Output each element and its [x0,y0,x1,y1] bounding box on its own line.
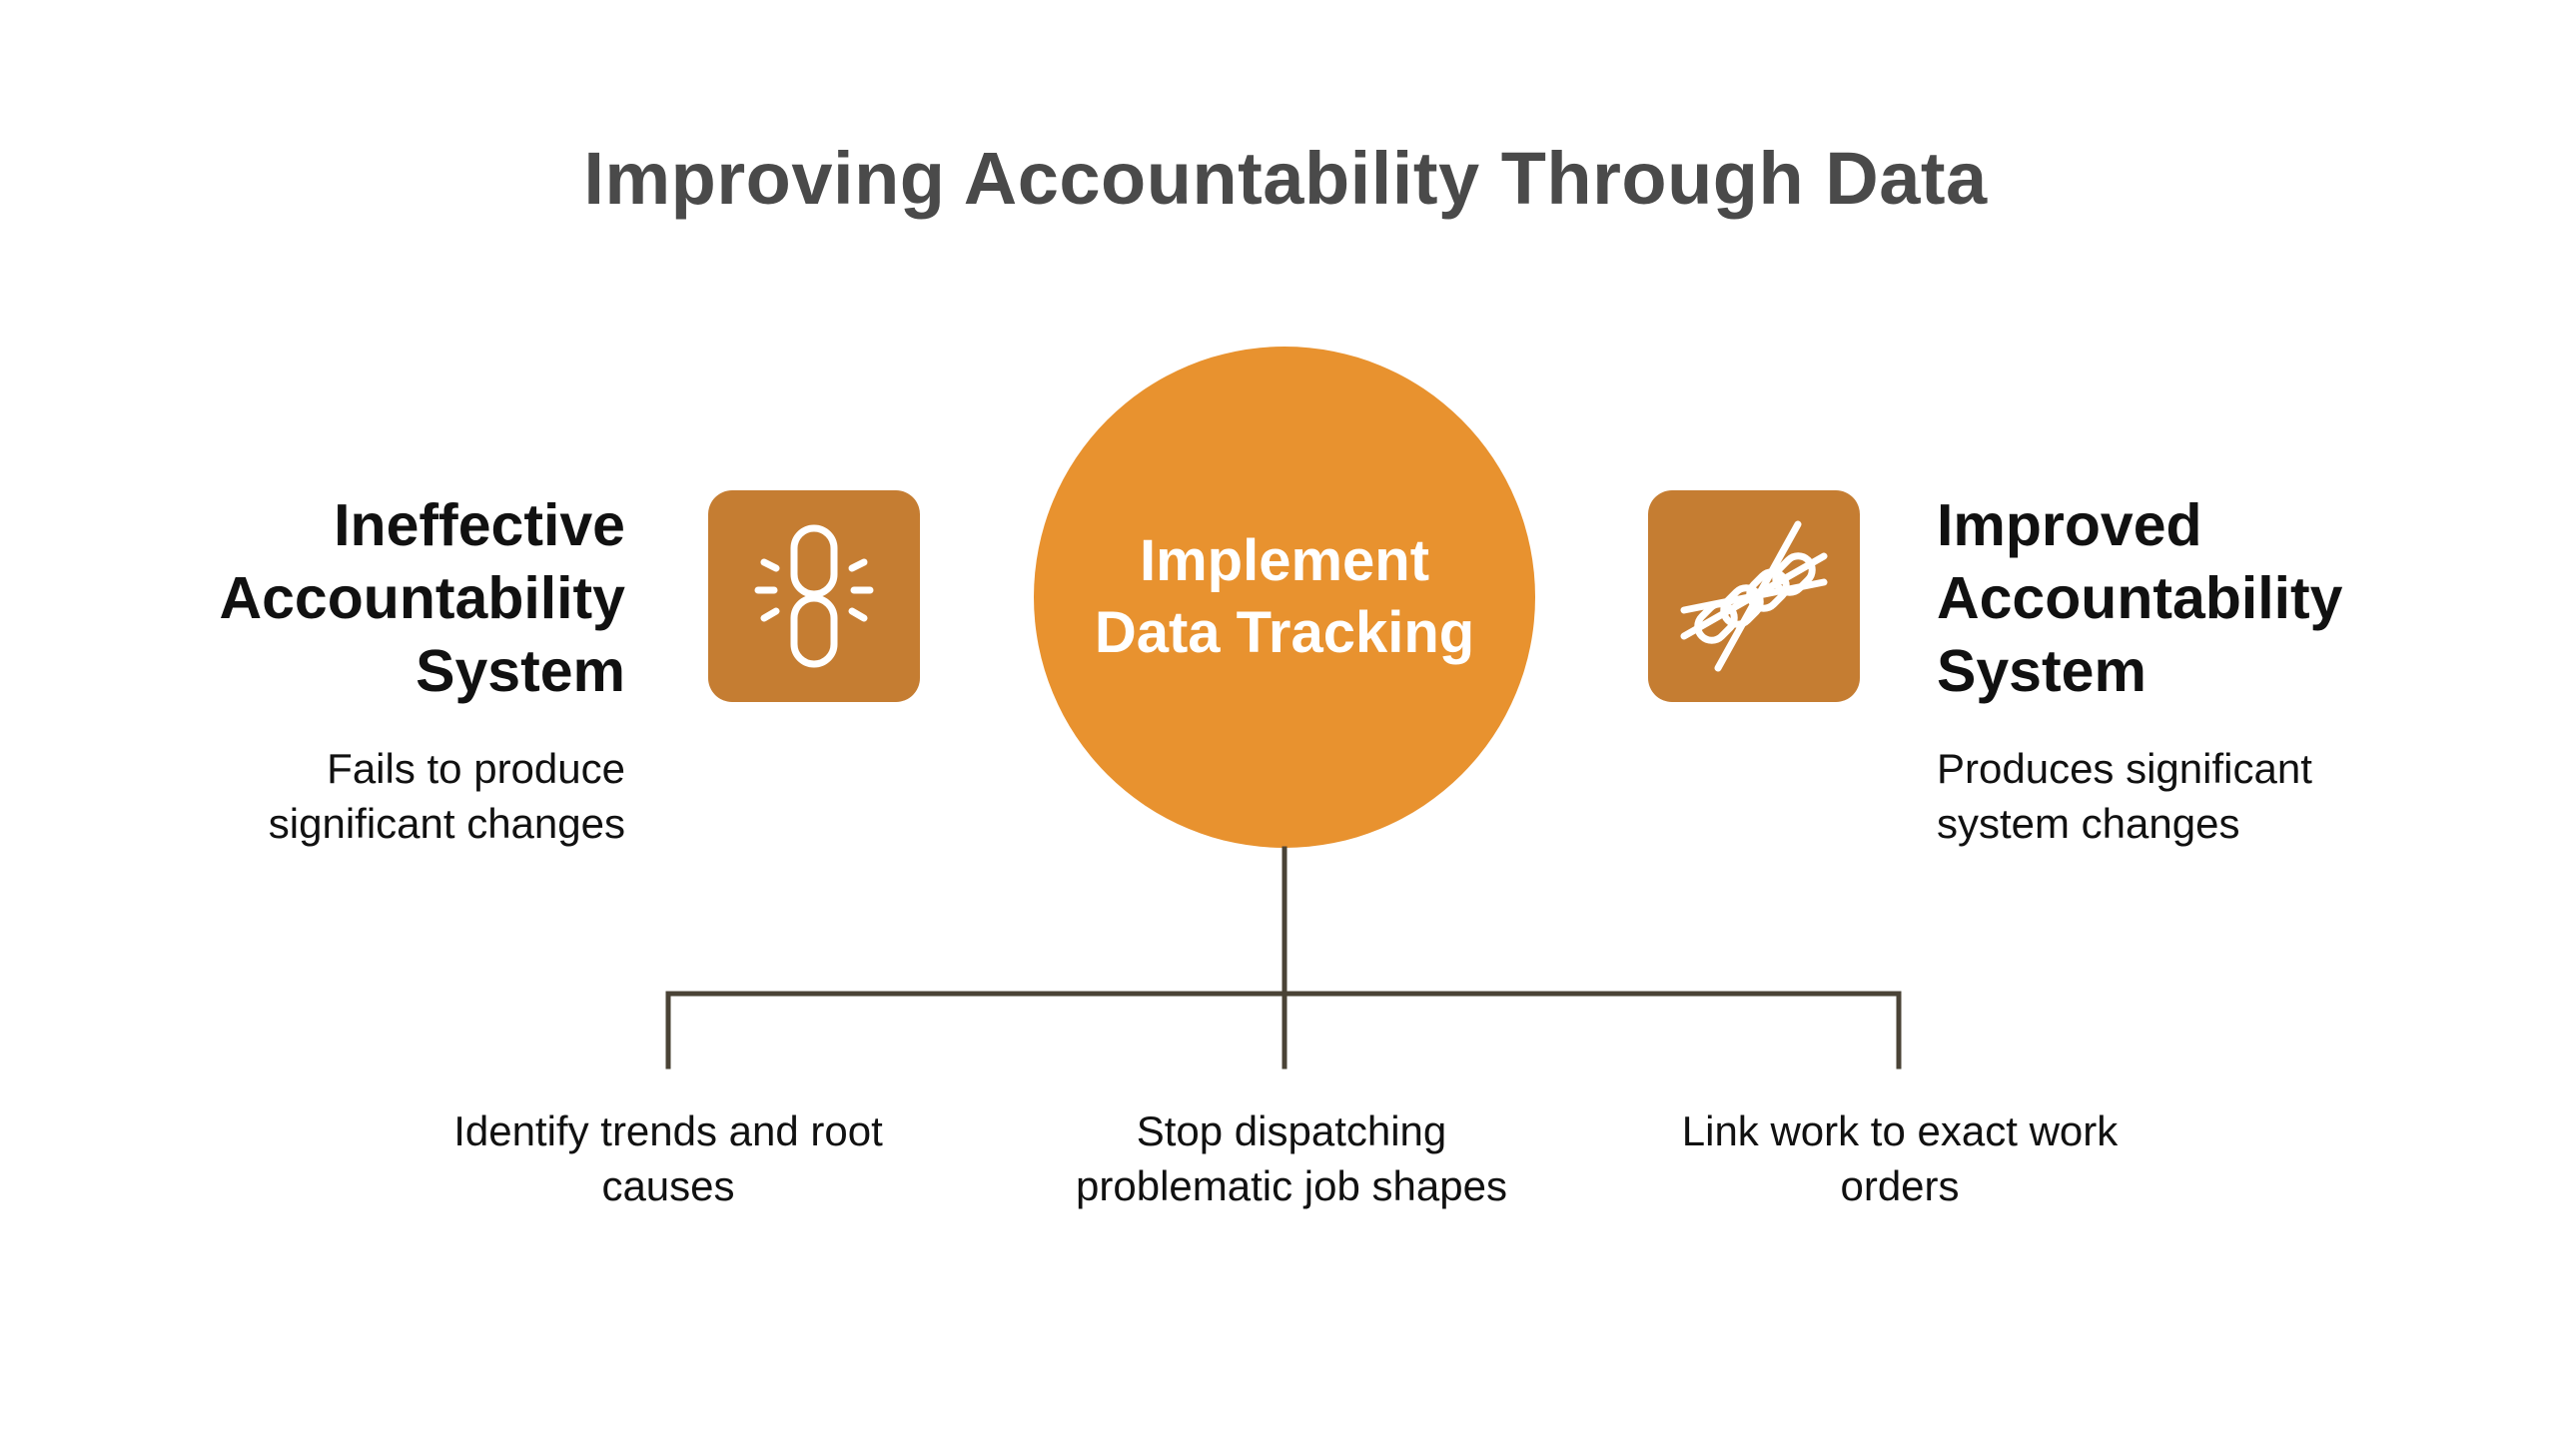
branch-label-line: causes [601,1162,735,1209]
center-node: Implement Data Tracking [1034,347,1535,848]
branch-label-trends: Identify trends and root causes [359,1103,978,1213]
center-label-line: Data Tracking [1094,600,1475,665]
branch-label-line: Identify trends and root [453,1107,883,1154]
left-heading-line: Ineffective [334,492,625,558]
left-description-line: significant changes [268,800,625,847]
right-description-line: system changes [1937,800,2240,847]
branch-label-line: Link work to exact work [1681,1107,2119,1154]
branch-label-line: problematic job shapes [1076,1162,1507,1209]
left-heading-line: Accountability [219,565,626,631]
branch-label-line: orders [1840,1162,1960,1209]
diagram-title: Improving Accountability Through Data [583,137,1988,220]
right-heading: Improved Accountability System [1937,489,2343,708]
left-heading: Ineffective Accountability System [220,489,626,708]
right-heading-line: Accountability [1937,565,2343,631]
branch-label-link-work: Link work to exact work orders [1590,1103,2209,1213]
chain-icon [1680,520,1828,672]
right-description: Produces significant system changes [1937,741,2312,851]
right-heading-line: System [1937,638,2146,704]
branch-label-dispatching: Stop dispatching problematic job shapes [982,1103,1601,1213]
left-description-line: Fails to produce [327,745,625,792]
right-description-line: Produces significant [1937,745,2312,792]
broken-link-icon [754,524,874,668]
center-label-line: Implement [1139,528,1430,593]
right-heading-line: Improved [1937,492,2202,558]
left-heading-line: System [416,638,625,704]
branch-label-line: Stop dispatching [1136,1107,1447,1154]
left-icon-box [708,490,920,702]
right-icon-box [1648,490,1860,702]
left-description: Fails to produce significant changes [269,741,625,851]
